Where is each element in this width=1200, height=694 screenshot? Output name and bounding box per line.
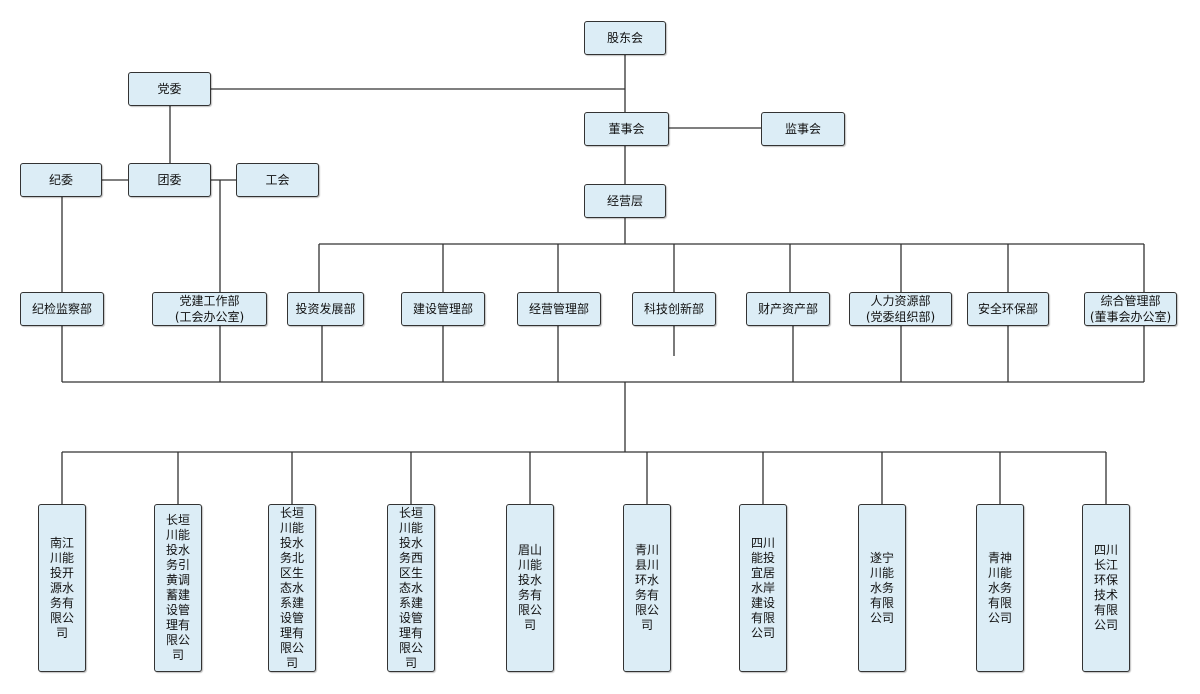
subsidiary-nanjiang: 南江川能投开源水务有限公司: [38, 504, 86, 672]
subsidiary-qingchuan: 青川县川环水务有限公司: [623, 504, 671, 672]
department-discipline-inspection: 纪检监察部: [20, 292, 104, 326]
subsidiary-changyuan-west: 长垣川能投水务西区生态水系建设管理有限公司: [387, 504, 435, 672]
subsidiary-suining: 遂宁川能水务有限公司: [858, 504, 906, 672]
subsidiary-changjiang: 四川长江环保技术有限公司: [1082, 504, 1130, 672]
board-node: 董事会: [584, 112, 669, 146]
department-party-building: 党建工作部 (工会办公室): [152, 292, 267, 326]
subsidiary-qingshen: 青神川能水务有限公司: [976, 504, 1024, 672]
youth-league-node: 团委: [128, 163, 211, 197]
department-general: 综合管理部 (董事会办公室): [1084, 292, 1177, 326]
shareholders-node: 股东会: [584, 21, 666, 55]
department-human-resources: 人力资源部 (党委组织部): [849, 292, 952, 326]
subsidiary-yiju-shuian: 四川能投宜居水岸建设有限公司: [739, 504, 787, 672]
subsidiary-changyuan-yinhuang: 长垣川能投水务引黄调蓄建设管理有限公司: [154, 504, 202, 672]
department-technology: 科技创新部: [632, 292, 716, 326]
party-committee-node: 党委: [128, 72, 211, 106]
subsidiary-meishan: 眉山川能投水务有限公司: [506, 504, 554, 672]
department-safety: 安全环保部: [967, 292, 1049, 326]
department-investment: 投资发展部: [287, 292, 364, 326]
union-node: 工会: [236, 163, 319, 197]
department-operation: 经营管理部: [517, 292, 601, 326]
supervisors-node: 监事会: [761, 112, 845, 146]
discipline-committee-node: 纪委: [20, 163, 102, 197]
management-node: 经营层: [584, 184, 666, 218]
subsidiary-changyuan-north: 长垣川能投水务北区生态水系建设管理有限公司: [268, 504, 316, 672]
department-construction: 建设管理部: [401, 292, 485, 326]
department-assets: 财产资产部: [746, 292, 830, 326]
